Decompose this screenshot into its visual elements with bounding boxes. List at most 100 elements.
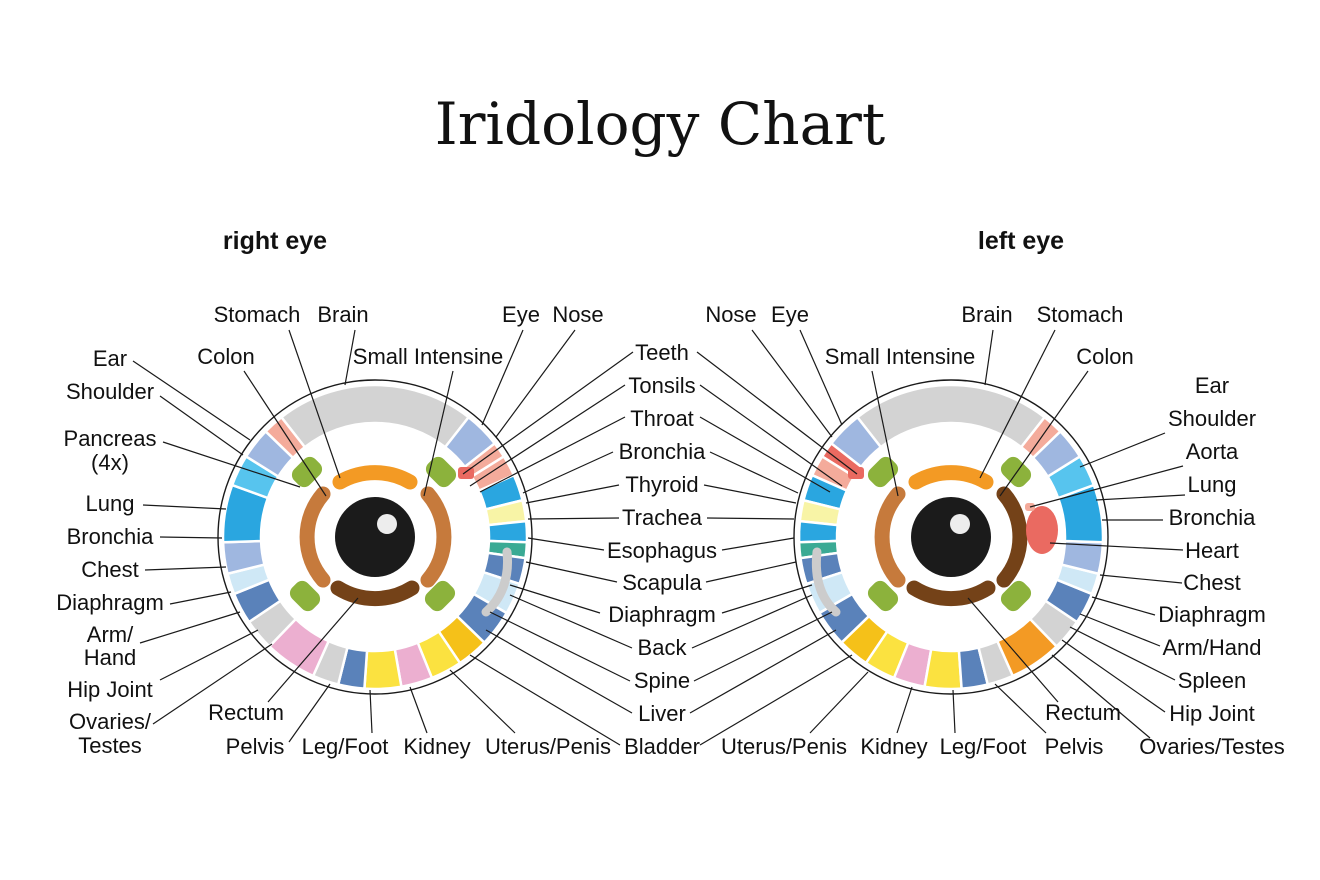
right-stomach-arc	[332, 465, 418, 490]
left-pancreas-mark-1	[867, 456, 899, 488]
label-scapula: Scapula	[622, 570, 702, 595]
left-label-chest: Chest	[1183, 570, 1240, 595]
left-label-heart: Heart	[1185, 538, 1239, 563]
label-thyroid: Thyroid	[625, 472, 698, 497]
left-label-uterus-penis: Uterus/Penis	[721, 734, 847, 759]
right-label-eye: Eye	[502, 302, 540, 327]
left-label-aorta: Aorta	[1186, 439, 1239, 464]
label-back: Back	[638, 635, 688, 660]
left-label-spleen: Spleen	[1178, 668, 1247, 693]
left-iris-zone-21	[1060, 539, 1105, 576]
left-pupil-highlight	[950, 514, 970, 534]
right-label-uterus-penis: Uterus/Penis	[485, 734, 611, 759]
left-label-pelvis: Pelvis	[1045, 734, 1104, 759]
left-iris-zone-22	[1056, 483, 1105, 544]
left-iris-zones	[797, 383, 1105, 691]
right-organ-marks	[289, 456, 513, 617]
right-label-pancreas: Pancreas	[64, 426, 157, 451]
right-colon-arc-right	[420, 486, 452, 588]
shared-labels: Teeth Tonsils Throat Bronchia Thyroid Tr…	[607, 340, 717, 759]
leader-lines	[132, 329, 1186, 746]
label-bladder: Bladder	[624, 734, 700, 759]
chart-title: Iridology Chart	[435, 90, 885, 158]
right-pancreas-mark-4	[424, 580, 456, 612]
left-iris-zone-24	[1031, 429, 1082, 479]
left-iris-zone-14	[923, 647, 963, 691]
label-teeth: Teeth	[635, 340, 689, 365]
right-pupil	[335, 497, 415, 577]
right-eye-labels: Ear Shoulder Pancreas (4x) Lung Bronchia…	[56, 302, 611, 759]
left-pupil	[911, 497, 991, 577]
right-label-kidney: Kidney	[403, 734, 470, 759]
right-label-arm: Arm/	[87, 622, 134, 647]
label-diaphragm: Diaphragm	[608, 602, 716, 627]
label-trachea: Trachea	[622, 505, 703, 530]
left-spine-bar	[811, 547, 841, 617]
left-iris-zone-5	[798, 498, 842, 527]
left-iris-zone-6	[797, 519, 839, 544]
label-throat: Throat	[630, 406, 694, 431]
label-bronchia: Bronchia	[619, 439, 707, 464]
right-colon-arc-left	[299, 486, 331, 588]
left-iris-zone-4	[801, 473, 849, 511]
right-iris-zone-14	[363, 647, 403, 691]
right-label-small-intestine: Small Intensine	[353, 344, 503, 369]
right-label-diaphragm: Diaphragm	[56, 590, 164, 615]
left-label-arm-hand: Arm/Hand	[1162, 635, 1261, 660]
right-label-testes: Testes	[78, 733, 142, 758]
right-label-lung: Lung	[86, 491, 135, 516]
left-colon-arc-left	[874, 486, 906, 588]
right-label-chest: Chest	[81, 557, 138, 582]
left-label-nose: Nose	[705, 302, 756, 327]
left-pancreas-mark-2	[1000, 456, 1032, 488]
right-label-ovaries: Ovaries/	[69, 709, 152, 734]
left-label-lung: Lung	[1188, 472, 1237, 497]
left-label-shoulder: Shoulder	[1168, 406, 1256, 431]
left-iris-zone-11	[839, 614, 889, 665]
right-label-rectum: Rectum	[208, 700, 284, 725]
label-spine: Spine	[634, 668, 690, 693]
left-label-brain: Brain	[961, 302, 1012, 327]
right-eye-iris	[217, 379, 533, 695]
left-colon-arc-right	[996, 486, 1028, 588]
left-label-kidney: Kidney	[860, 734, 927, 759]
left-label-rectum: Rectum	[1045, 700, 1121, 725]
left-pancreas-mark-4	[1000, 580, 1032, 612]
left-heart-mark	[1026, 506, 1058, 554]
left-pancreas-mark-3	[867, 580, 899, 612]
label-tonsils: Tonsils	[628, 373, 695, 398]
right-label-hand: Hand	[84, 645, 137, 670]
right-iris-zone-25	[263, 415, 307, 460]
right-pancreas-mark-2	[425, 456, 457, 488]
right-label-stomach: Stomach	[214, 302, 301, 327]
right-label-colon: Colon	[197, 344, 254, 369]
right-pancreas-mark-3	[289, 580, 321, 612]
left-iris-zone-13	[892, 641, 933, 689]
left-label-ear: Ear	[1195, 373, 1229, 398]
right-label-shoulder: Shoulder	[66, 379, 154, 404]
right-iris-zone-6	[487, 519, 529, 544]
left-iris-zone-17	[995, 617, 1059, 678]
left-label-small-intestine: Small Intensine	[825, 344, 975, 369]
label-liver: Liver	[638, 701, 686, 726]
right-pupil-highlight	[377, 514, 397, 534]
right-iris-zones	[221, 383, 529, 691]
right-tonsil-mark	[458, 467, 474, 479]
left-rectum-arc	[906, 580, 996, 607]
left-iris-zone-18	[1028, 599, 1079, 649]
left-label-stomach: Stomach	[1037, 302, 1124, 327]
left-label-colon: Colon	[1076, 344, 1133, 369]
left-label-ovaries-testes: Ovaries/Testes	[1139, 734, 1285, 759]
right-label-hip-joint: Hip Joint	[67, 677, 153, 702]
left-stomach-arc	[908, 465, 994, 490]
left-label-diaphragm: Diaphragm	[1158, 602, 1266, 627]
right-label-leg-foot: Leg/Foot	[302, 734, 389, 759]
left-iris-zone-1	[829, 415, 883, 469]
left-eye-iris	[793, 379, 1109, 695]
label-esophagus: Esophagus	[607, 538, 717, 563]
left-iris-zone-8	[799, 551, 845, 586]
right-label-nose: Nose	[552, 302, 603, 327]
left-label-bronchia: Bronchia	[1169, 505, 1257, 530]
left-organ-marks	[811, 456, 1058, 617]
